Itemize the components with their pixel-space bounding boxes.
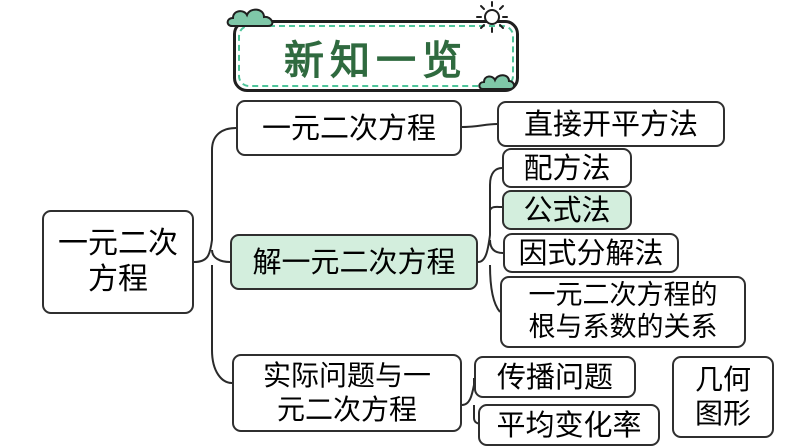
method-factoring-label: 因式分解法 xyxy=(518,235,664,270)
cloud-icon xyxy=(226,8,274,27)
method-formula: 公式法 xyxy=(502,190,632,230)
root-label: 一元二次 方程 xyxy=(58,226,178,297)
branch-definition-label: 一元二次方程 xyxy=(261,110,436,145)
connector-root-branches xyxy=(193,127,237,384)
problem-spread-label: 传播问题 xyxy=(496,359,613,394)
problem-spread: 传播问题 xyxy=(474,356,636,398)
sun-icon xyxy=(476,1,508,33)
method-roots-relation-label: 一元二次方程的 根与系数的关系 xyxy=(528,279,718,343)
connector-solve-methods xyxy=(477,167,504,313)
title-inner-border xyxy=(238,25,514,87)
problem-geometry: 几何 图形 xyxy=(672,356,774,438)
method-roots-relation: 一元二次方程的 根与系数的关系 xyxy=(500,276,746,348)
method-complete-square-label: 配方法 xyxy=(523,150,611,185)
problem-geometry-label: 几何 图形 xyxy=(694,363,751,430)
method-direct: 直接开平方法 xyxy=(497,101,725,147)
cloud-icon-small xyxy=(478,74,515,90)
method-complete-square: 配方法 xyxy=(502,148,632,188)
method-direct-label: 直接开平方法 xyxy=(523,106,698,141)
branch-solve-label: 解一元二次方程 xyxy=(252,244,456,279)
problem-growth: 平均变化率 xyxy=(478,404,660,446)
branch-definition: 一元二次方程 xyxy=(236,100,462,156)
branch-application: 实际问题与一 元二次方程 xyxy=(232,354,462,432)
connector-definition-direct xyxy=(461,123,498,128)
method-factoring: 因式分解法 xyxy=(503,233,679,273)
branch-application-label: 实际问题与一 元二次方程 xyxy=(262,359,431,426)
problem-growth-label: 平均变化率 xyxy=(496,407,642,442)
method-formula-label: 公式法 xyxy=(523,192,611,227)
page-title: 新知一览 xyxy=(284,37,468,84)
root-node: 一元二次 方程 xyxy=(42,210,194,314)
branch-solve: 解一元二次方程 xyxy=(230,234,478,290)
